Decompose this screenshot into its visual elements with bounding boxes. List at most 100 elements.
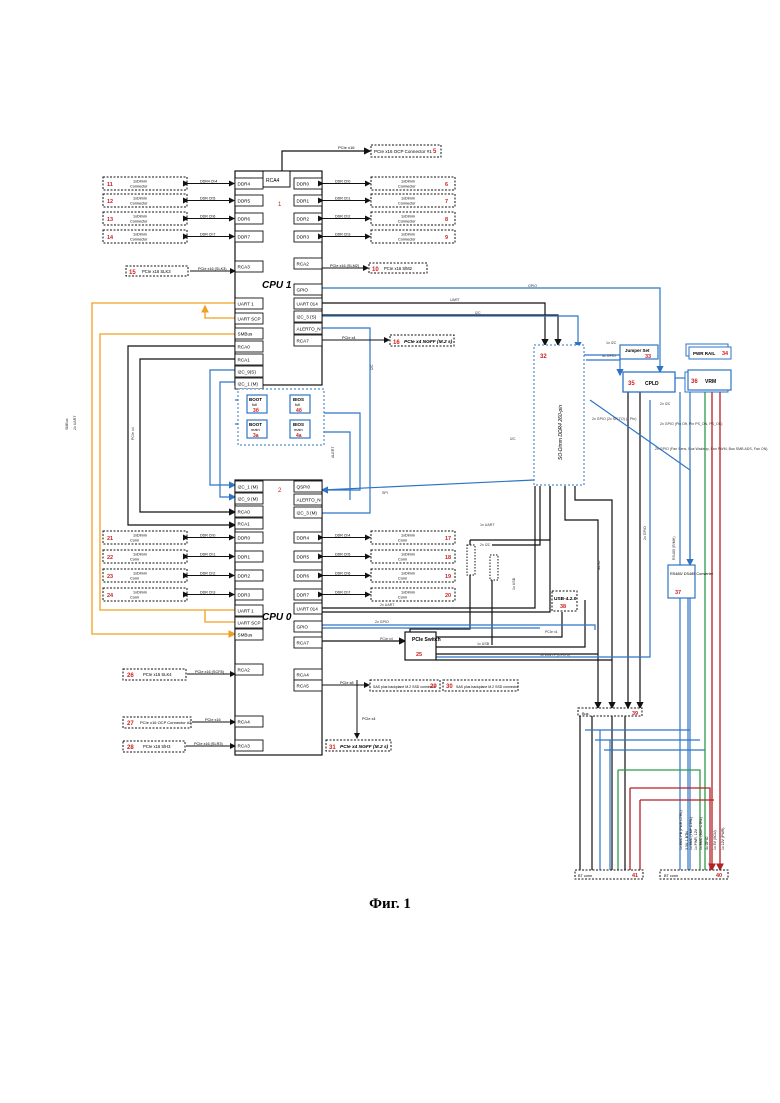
svg-text:main: main <box>294 427 303 432</box>
pcie-slot-27: 27 PCIe x16 OCP Connector #2 PCIe x16 <box>123 717 235 728</box>
svg-text:1x UART: 1x UART <box>480 523 495 527</box>
svg-text:DDR7: DDR7 <box>238 235 251 240</box>
svg-text:Connector: Connector <box>130 202 148 206</box>
svg-text:SMBus: SMBus <box>238 332 254 337</box>
svg-text:32: 32 <box>540 354 547 360</box>
svg-text:DDR Ch6: DDR Ch6 <box>335 572 350 576</box>
svg-text:2x I2C: 2x I2C <box>480 543 491 547</box>
svg-text:3a: 3a <box>253 433 259 439</box>
svg-text:DDR Ch2: DDR Ch2 <box>200 572 215 576</box>
svg-text:24: 24 <box>107 593 114 599</box>
svg-text:GPIO: GPIO <box>297 625 309 630</box>
pcie-slot-26: 26 PCIe x16 SLK4 PCIe x16 (SCF8) <box>123 669 235 680</box>
svg-text:25: 25 <box>416 652 422 658</box>
svg-text:37: 37 <box>675 590 681 596</box>
svg-text:RCA0: RCA0 <box>238 345 251 350</box>
svg-text:Conn: Conn <box>398 577 407 581</box>
svg-text:QSPI0: QSPI0 <box>297 485 311 490</box>
dimm-connector-9: 91xDimmConnectorDDR Ch3 <box>323 230 455 243</box>
svg-text:PCIe x4: PCIe x4 <box>342 336 356 340</box>
pcie-slot-28: 28 PCIe x16 SlH3 PCIe x16 (SLR3) <box>123 741 235 752</box>
svg-text:PCIe x16 SlH3: PCIe x16 SlH3 <box>143 744 171 749</box>
svg-text:13: 13 <box>107 217 113 223</box>
svg-text:I2C_9(S): I2C_9(S) <box>238 370 257 375</box>
svg-text:DDR4 Ch4: DDR4 Ch4 <box>200 180 217 184</box>
cpu0-port-uart-1: UART 1 <box>235 605 263 616</box>
svg-text:2x GPIO: 2x GPIO <box>375 620 389 624</box>
svg-text:35: 35 <box>628 381 635 387</box>
svg-text:DDR2: DDR2 <box>238 574 251 579</box>
svg-text:PCIe x16 (SLM2): PCIe x16 (SLM2) <box>330 264 360 268</box>
pcie-slot-16: 16 PCIe x4 NGFF (M.2 s) PCIe x4 <box>322 335 454 346</box>
svg-text:4x GPIO: 4x GPIO <box>602 354 616 358</box>
svg-text:DDR0: DDR0 <box>297 182 310 187</box>
svg-text:VRM: VRM <box>705 379 716 385</box>
cpu0-port-uart-scp: UART SCP <box>235 617 263 628</box>
svg-text:SAS plus backplane M.2 SSD con: SAS plus backplane M.2 SSD connector <box>456 685 519 689</box>
svg-text:18: 18 <box>445 555 451 561</box>
svg-text:USB-4.2.0: USB-4.2.0 <box>554 596 577 602</box>
svg-text:1xDimm: 1xDimm <box>133 591 147 595</box>
svg-text:1xDimm: 1xDimm <box>401 197 415 201</box>
bottom-wire-label: 1x BMC PB (PWR CTRL) <box>679 810 683 850</box>
cpu1-port-ddr6: DDR6 <box>235 213 263 224</box>
svg-text:1xDimm: 1xDimm <box>401 534 415 538</box>
cpu0-port-rca4: RCA4 <box>294 669 322 680</box>
pwr-rail: PWR RAIL 34 <box>686 344 731 359</box>
svg-text:2x GPIO: 2x GPIO <box>643 526 647 540</box>
bottom-wire-label: 4x GPIO <box>705 836 709 850</box>
svg-text:DDR Ch0: DDR Ch0 <box>200 534 215 538</box>
svg-text:DDR Ch3: DDR Ch3 <box>200 591 215 595</box>
wires-red <box>630 392 720 870</box>
svg-text:UART 014: UART 014 <box>297 607 319 612</box>
dimm-connector-14: 141xDimmConnectorDDR Ch7 <box>103 230 234 243</box>
svg-text:PCIe x4: PCIe x4 <box>131 427 135 440</box>
connector-41: BT conn 41 <box>575 870 643 879</box>
cpu1-port-uart-014: UART 014 <box>294 298 322 309</box>
bottom-wire-label: 1x PWR, 12V <box>694 828 698 850</box>
dimm-connector-7: 71xDimmConnectorDDR Ch1 <box>323 194 455 207</box>
svg-text:UART 014: UART 014 <box>297 302 319 307</box>
svg-text:15: 15 <box>129 270 136 276</box>
cpu0-port-i2c-3-m: I2C_3 (M) <box>294 507 322 518</box>
cpu1-title: CPU 1 <box>262 280 292 291</box>
dimm-connector-23: 231xDimmConnDDR Ch2 <box>103 569 234 582</box>
svg-text:RCA0: RCA0 <box>238 510 251 515</box>
svg-text:2x GPIO (2x SR TO) (1 Pin): 2x GPIO (2x SR TO) (1 Pin) <box>592 417 636 421</box>
svg-text:10: 10 <box>372 267 379 273</box>
cpu1-port-rca1: RCA1 <box>235 354 263 365</box>
svg-text:Connector: Connector <box>398 238 416 242</box>
link-label: PCIe x16 <box>338 145 355 150</box>
svg-text:21: 21 <box>107 536 113 542</box>
svg-text:PCIe x16 OCP Connector #2: PCIe x16 OCP Connector #2 <box>140 720 192 725</box>
svg-text:PCIe x16 SlM2: PCIe x16 SlM2 <box>384 266 413 271</box>
svg-text:DDR5: DDR5 <box>238 199 251 204</box>
svg-text:Bus: Bus <box>582 712 589 716</box>
svg-text:ALERTO_N: ALERTO_N <box>297 498 321 503</box>
svg-text:DDR3: DDR3 <box>238 593 251 598</box>
bottom-wire-label: 3.3V, 1 BTN <box>685 831 689 850</box>
svg-text:1xDimm: 1xDimm <box>133 572 147 576</box>
dimm-connector-20: 201xDimmConnDDR Ch7 <box>323 588 455 601</box>
svg-text:SPI: SPI <box>382 491 388 495</box>
svg-text:16: 16 <box>393 340 400 346</box>
svg-text:DDR4: DDR4 <box>238 182 251 187</box>
svg-text:DDR5: DDR5 <box>297 555 310 560</box>
svg-text:UART 1: UART 1 <box>238 302 255 307</box>
svg-text:2x UART: 2x UART <box>380 603 395 607</box>
cpu0-port-ddr0: DDR0 <box>235 532 263 543</box>
svg-text:26: 26 <box>127 673 134 679</box>
svg-text:PCIe x16 (SLR3): PCIe x16 (SLR3) <box>194 742 223 746</box>
svg-text:PCIe x4 NGFF (M.2 s): PCIe x4 NGFF (M.2 s) <box>404 339 453 345</box>
cpu0-port-gpio: GPIO <box>294 621 322 632</box>
svg-text:DDR Ch1: DDR Ch1 <box>200 553 215 557</box>
svg-text:27: 27 <box>127 721 134 727</box>
svg-text:DDR Ch5: DDR Ch5 <box>200 197 215 201</box>
cpu1-port-ddr0: DDR0 <box>294 178 322 189</box>
wires-black <box>128 151 640 870</box>
cpu0-port-i2c-1-m: I2C_1 (M) <box>235 481 263 492</box>
cpu0-port-ddr7: DDR7 <box>294 589 322 600</box>
svg-text:PCIe x8: PCIe x8 <box>340 681 354 685</box>
svg-text:RCA7: RCA7 <box>297 339 310 344</box>
svg-text:Connector: Connector <box>130 220 148 224</box>
